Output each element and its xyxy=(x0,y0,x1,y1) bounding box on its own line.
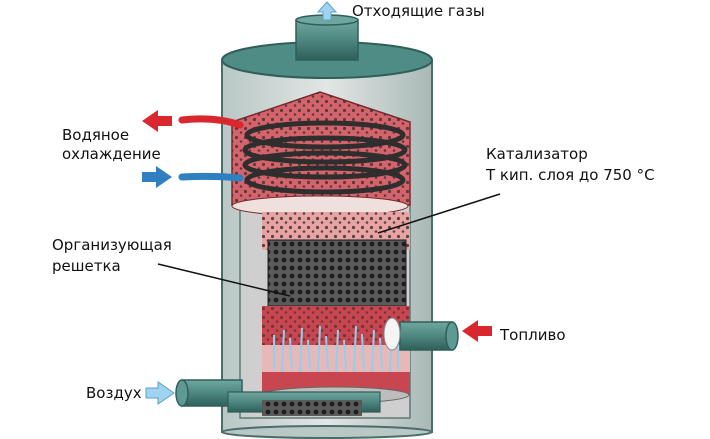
reactor-top xyxy=(221,14,433,79)
air-label: Воздух xyxy=(86,384,142,402)
pointer-lines xyxy=(157,193,501,297)
air-arrow xyxy=(145,381,175,405)
fuel-label: Топливо xyxy=(500,326,566,344)
water-inlet-pipe xyxy=(142,166,244,188)
fuel-pipe xyxy=(383,317,459,351)
grid-label-line1: Организующая xyxy=(52,236,172,254)
fuel-arrow xyxy=(462,320,492,342)
exhaust-label: Отходящие газы xyxy=(352,2,485,20)
burner-flames xyxy=(273,325,399,373)
exhaust-arrow xyxy=(316,1,338,21)
water-outlet-pipe xyxy=(142,110,244,132)
water-cooling-label-line1: Водяное xyxy=(62,126,130,144)
grid-label-line2: решетка xyxy=(52,257,121,275)
cooling-coil-dots xyxy=(242,120,408,180)
air-pipe xyxy=(175,379,381,416)
catalyst-label-line2: Т кип. слоя до 750 °С xyxy=(486,166,655,184)
lower-bed xyxy=(260,212,410,404)
catalyst-label-line1: Катализатор xyxy=(486,145,588,163)
water-cooling-label-line2: охлаждение xyxy=(62,145,161,163)
